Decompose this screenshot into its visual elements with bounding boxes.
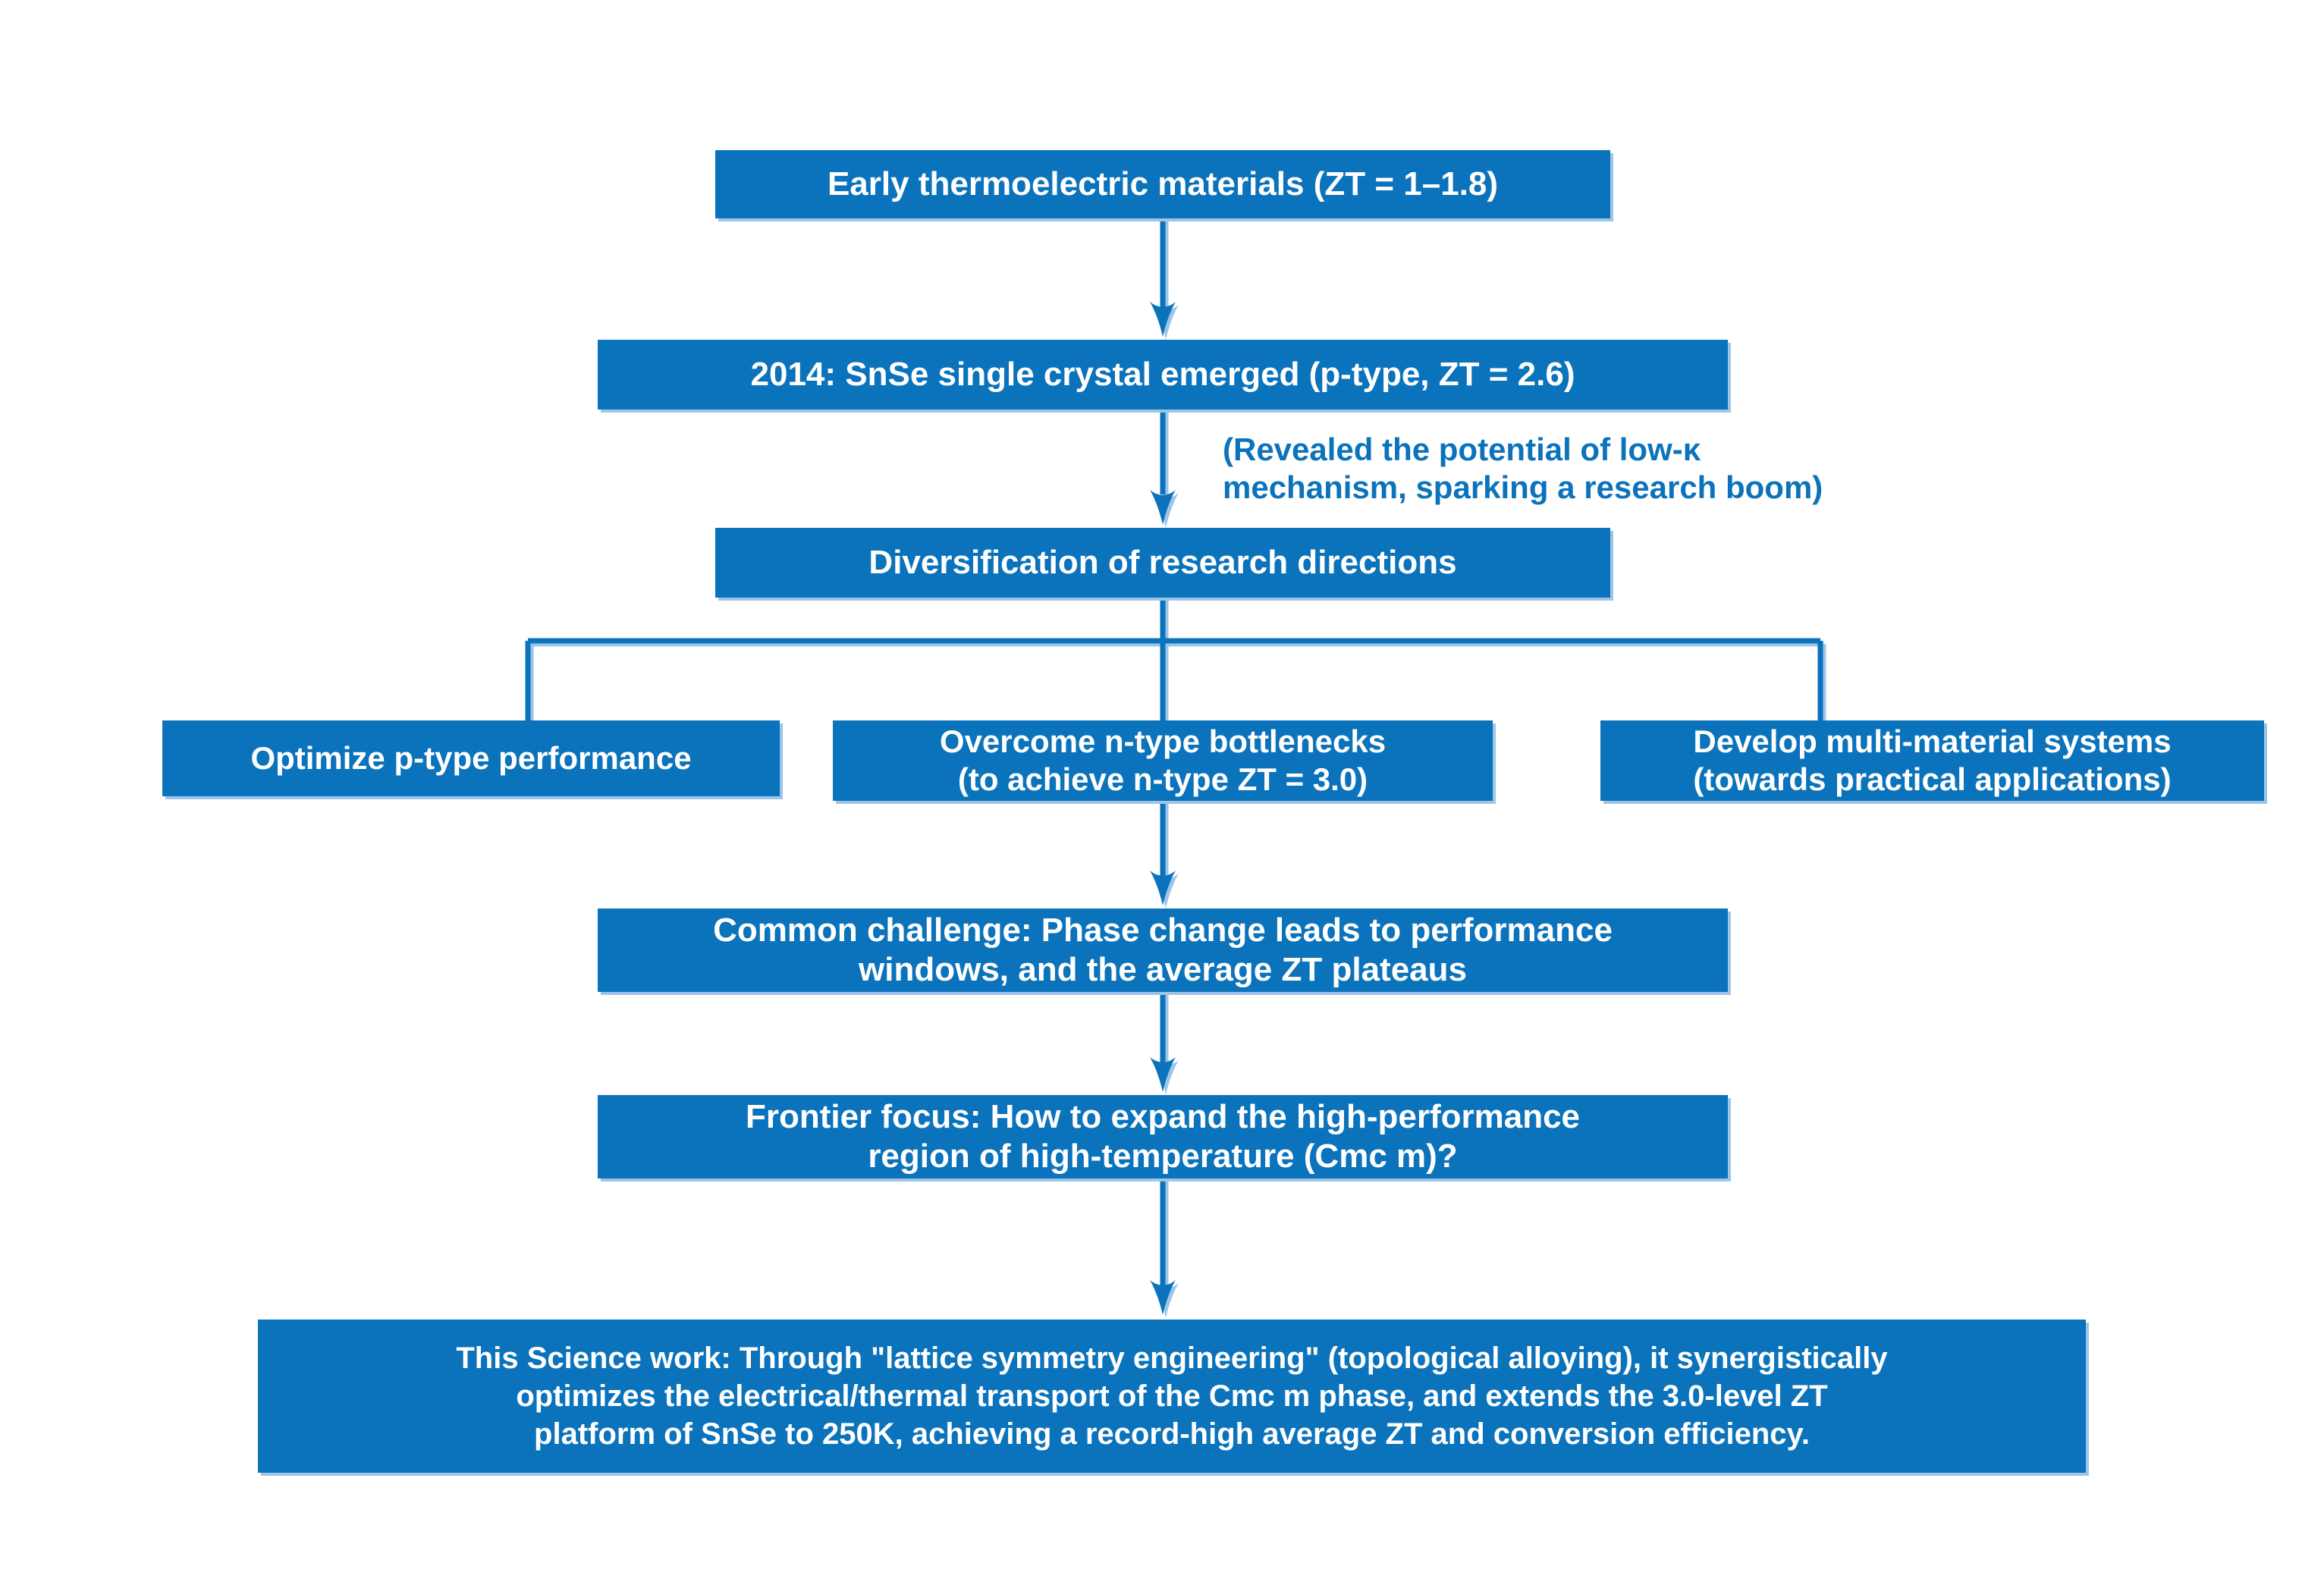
node-frontier-focus-line-1: Frontier focus: How to expand the high-p… xyxy=(745,1098,1581,1136)
branch-multi-material-line-2: (towards practical applications) xyxy=(1693,761,2172,797)
node-early-materials-label: Early thermoelectric materials (ZT = 1–1… xyxy=(827,165,1499,203)
node-snse-2014-label: 2014: SnSe single crystal emerged (p-typ… xyxy=(750,356,1575,394)
node-frontier-focus-line-2: region of high-temperature (Cmc m)? xyxy=(868,1138,1458,1175)
node-snse-2014: 2014: SnSe single crystal emerged (p-typ… xyxy=(598,340,1728,410)
node-diversification-label: Diversification of research directions xyxy=(868,544,1457,582)
node-common-challenge-line-1: Common challenge: Phase change leads to … xyxy=(713,912,1613,949)
node-common-challenge-line-2: windows, and the average ZT plateaus xyxy=(859,951,1467,988)
node-science-work-line-2: optimizes the electrical/thermal transpo… xyxy=(516,1379,1828,1413)
node-science-work-line-1: This Science work: Through "lattice symm… xyxy=(456,1342,1888,1375)
branch-multi-material-line-1: Develop multi-material systems xyxy=(1693,723,2172,760)
node-frontier-focus: Frontier focus: How to expand the high-p… xyxy=(598,1095,1728,1178)
node-common-challenge: Common challenge: Phase change leads to … xyxy=(598,909,1728,992)
annotation-line-1: (Revealed the potential of low-κ xyxy=(1223,432,1701,467)
branch-p-type-label: Optimize p-type performance xyxy=(250,740,692,777)
low-kappa-annotation: (Revealed the potential of low-κ mechani… xyxy=(1223,431,1823,506)
node-science-work-line-3: platform of SnSe to 250K, achieving a re… xyxy=(534,1417,1810,1451)
branch-n-type-line-2: (to achieve n-type ZT = 3.0) xyxy=(957,761,1368,797)
branch-multi-material: Develop multi-material systems (towards … xyxy=(1600,720,2264,801)
branch-n-type-line-1: Overcome n-type bottlenecks xyxy=(939,723,1387,760)
branch-n-type: Overcome n-type bottlenecks (to achieve … xyxy=(833,720,1493,801)
node-diversification: Diversification of research directions xyxy=(715,528,1610,598)
node-early-materials: Early thermoelectric materials (ZT = 1–1… xyxy=(715,150,1610,218)
branch-p-type: Optimize p-type performance xyxy=(162,720,780,796)
annotation-line-2: mechanism, sparking a research boom) xyxy=(1223,469,1823,505)
node-science-work: This Science work: Through "lattice symm… xyxy=(258,1320,2086,1473)
